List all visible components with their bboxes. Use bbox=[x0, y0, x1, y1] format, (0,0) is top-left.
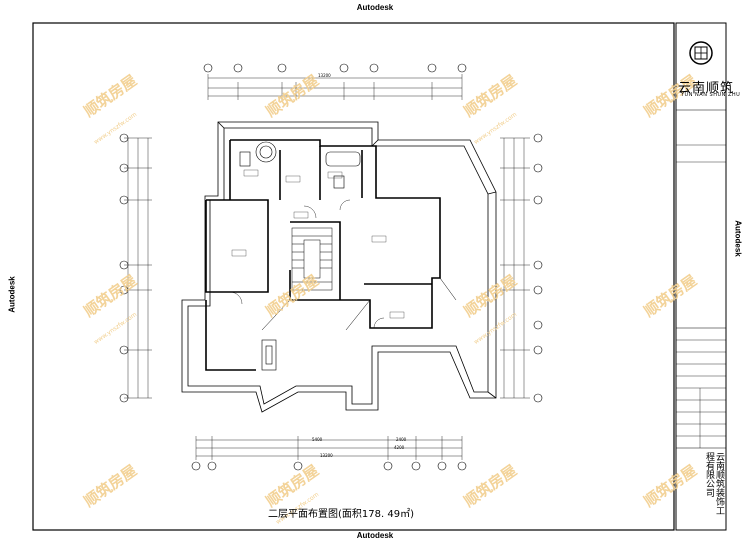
logo-seal-icon bbox=[689, 41, 713, 65]
bottom-total-dimension: 13200 bbox=[320, 453, 333, 458]
logo-name: 云南顺筑 bbox=[678, 81, 735, 96]
bottom-dimension-5400: 5400 bbox=[312, 437, 323, 442]
top-frame-label: Autodesk bbox=[356, 3, 394, 12]
drawing-title: 二层平面布置图(面积178. 49㎡) bbox=[268, 509, 414, 520]
company-name: 云南顺筑装饰工程有限公司 bbox=[704, 452, 724, 515]
bottom-frame-label: Autodesk bbox=[356, 531, 394, 540]
top-total-dimension: 13200 bbox=[318, 73, 331, 78]
logo-pinyin: YUN NAN SHUN ZHU bbox=[681, 92, 741, 98]
bottom-dimension-4200: 4200 bbox=[394, 445, 405, 450]
sheet-frame bbox=[32, 22, 675, 531]
bottom-dimension-2400: 2400 bbox=[396, 437, 407, 442]
title-block-frame bbox=[675, 22, 727, 531]
